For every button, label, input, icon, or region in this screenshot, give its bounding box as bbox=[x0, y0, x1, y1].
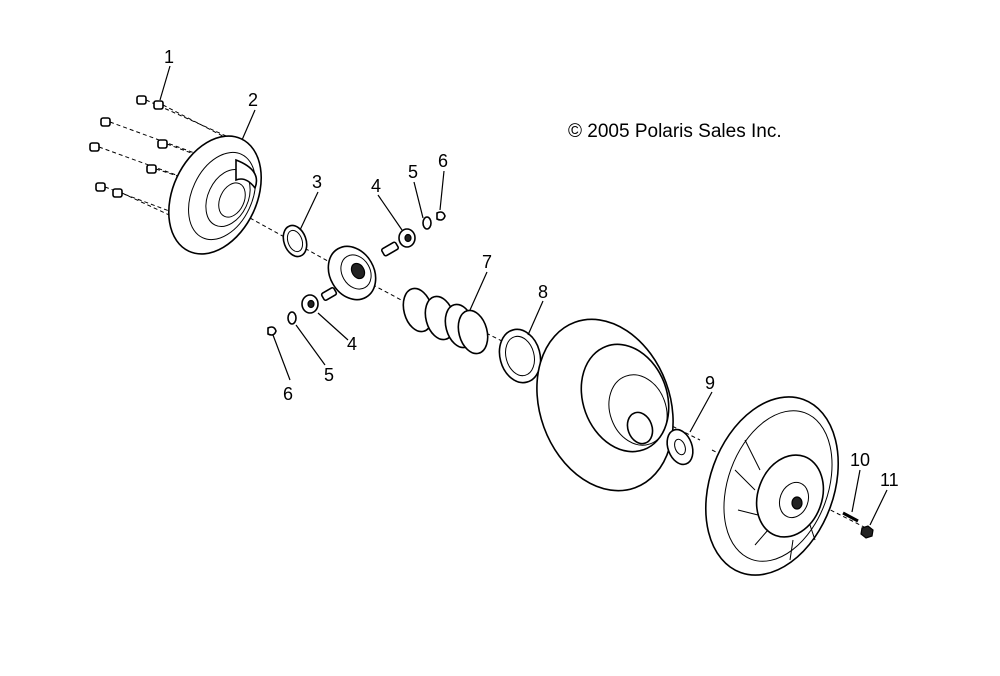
callout-3: 3 bbox=[312, 172, 322, 192]
callout-6: 6 bbox=[438, 151, 448, 171]
clip-upper bbox=[436, 211, 446, 221]
callout-5-lower: 5 bbox=[324, 365, 334, 385]
bolt bbox=[95, 182, 181, 216]
washer-upper bbox=[422, 216, 432, 230]
callout-5: 5 bbox=[408, 162, 418, 182]
fixed-sheave bbox=[704, 396, 840, 576]
sheave-disc bbox=[536, 318, 674, 492]
callout-8: 8 bbox=[538, 282, 548, 302]
cover-housing bbox=[167, 135, 263, 255]
spider-hub bbox=[320, 241, 399, 302]
shaft-pin bbox=[842, 511, 859, 523]
copyright-text: © 2005 Polaris Sales Inc. bbox=[568, 121, 782, 142]
callout-9: 9 bbox=[705, 373, 715, 393]
callout-6-lower: 6 bbox=[283, 384, 293, 404]
seal-ring bbox=[498, 328, 542, 384]
bolt-group bbox=[89, 95, 241, 221]
assembly-axis bbox=[249, 217, 871, 531]
snap-ring bbox=[282, 224, 308, 258]
thrust-washer bbox=[666, 428, 694, 466]
callout-4-lower: 4 bbox=[347, 334, 357, 354]
bolt bbox=[136, 95, 236, 141]
leader-lines bbox=[159, 65, 888, 526]
hex-nut bbox=[860, 525, 874, 539]
callout-1: 1 bbox=[164, 47, 174, 67]
bolt bbox=[100, 117, 201, 156]
callout-2: 2 bbox=[248, 90, 258, 110]
callout-7: 7 bbox=[482, 252, 492, 272]
callout-4: 4 bbox=[371, 176, 381, 196]
bolt bbox=[157, 139, 211, 161]
roller-lower bbox=[301, 294, 319, 314]
callout-labels: 1 2 3 4 5 6 4 5 6 7 8 9 10 11 bbox=[164, 47, 899, 490]
bolt bbox=[89, 142, 191, 181]
washer-lower bbox=[287, 311, 297, 325]
roller-upper bbox=[398, 228, 416, 248]
spring bbox=[402, 287, 489, 355]
callout-10: 10 bbox=[850, 450, 870, 470]
bolt bbox=[112, 188, 181, 221]
callout-11: 11 bbox=[880, 470, 899, 490]
clip-lower bbox=[267, 326, 277, 336]
